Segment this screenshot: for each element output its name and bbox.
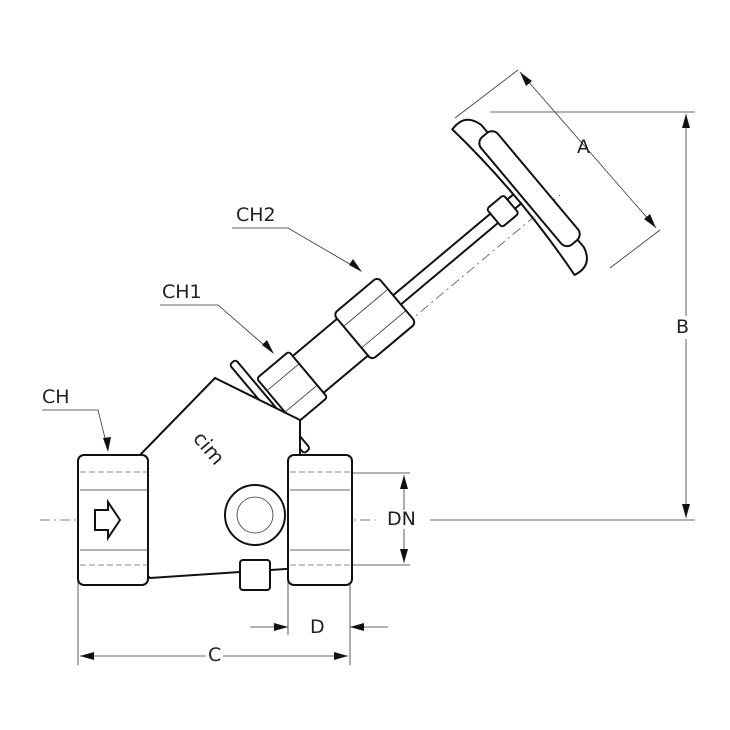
dimension-label-a: A <box>577 136 590 158</box>
label-ch: CH <box>42 386 70 408</box>
label-ch2: CH2 <box>236 204 276 226</box>
dimension-label-d: D <box>310 616 325 638</box>
outlet-hex <box>287 454 353 586</box>
dimension-label-dn: DN <box>385 508 418 530</box>
flow-arrow-icon <box>94 498 122 542</box>
ch1-nut <box>256 351 328 425</box>
ch2-nut <box>334 277 416 360</box>
drain-plug <box>239 559 271 591</box>
drain-knob <box>224 484 286 546</box>
handwheel <box>451 118 588 277</box>
valve-body <box>77 376 353 591</box>
dimension-label-b: B <box>676 316 690 339</box>
label-ch1: CH1 <box>162 281 202 303</box>
dimension-label-c: C <box>206 644 224 666</box>
